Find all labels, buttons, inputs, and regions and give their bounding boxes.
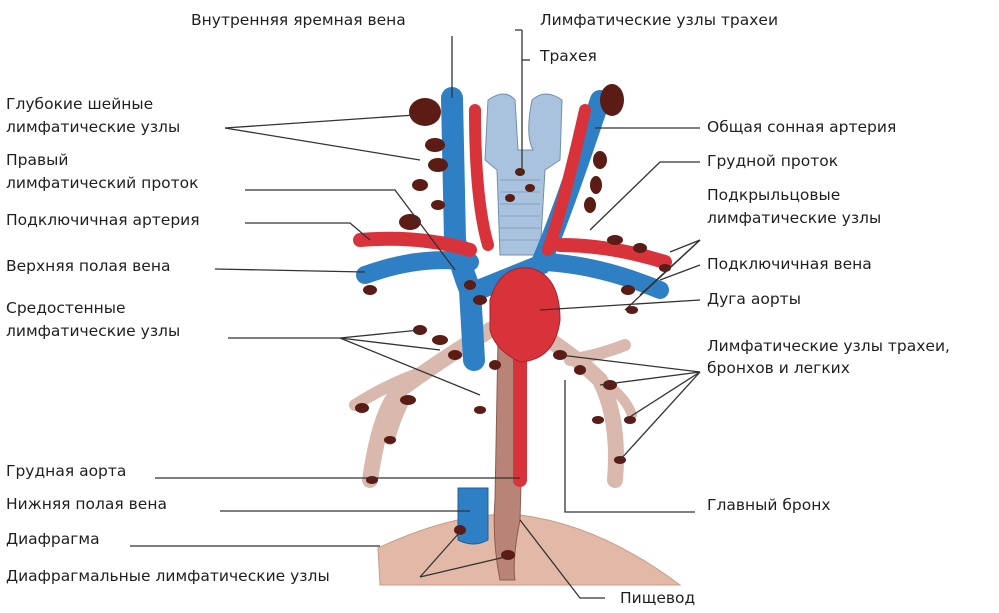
label-trachea: Трахея xyxy=(540,46,597,66)
label-right-lymphatic-duct-2: лимфатический проток xyxy=(6,173,199,193)
label-inferior-vena-cava: Нижняя полая вена xyxy=(6,494,167,514)
bronchial-tree xyxy=(355,330,632,480)
label-axillary-nodes-2: лимфатические узлы xyxy=(707,208,881,228)
label-subclavian-artery: Подключичная артерия xyxy=(6,210,200,230)
label-superior-vena-cava: Верхняя полая вена xyxy=(6,256,170,276)
label-deep-cervical-nodes-1: Глубокие шейные xyxy=(6,94,153,114)
label-common-carotid-artery: Общая сонная артерия xyxy=(707,117,896,137)
label-subclavian-vein: Подключичная вена xyxy=(707,254,872,274)
aortic-arch-shape xyxy=(490,268,560,362)
label-tracheal-lymph-nodes: Лимфатические узлы трахеи xyxy=(540,10,778,30)
label-right-lymphatic-duct-1: Правый xyxy=(6,150,68,170)
diaphragm-shape xyxy=(378,514,680,585)
label-tracheobronchial-nodes-2: бронхов и легких xyxy=(707,358,850,378)
label-diaphragmatic-nodes: Диафрагмальные лимфатические узлы xyxy=(6,566,330,586)
label-axillary-nodes-1: Подкрыльцовые xyxy=(707,185,840,205)
label-mediastinal-nodes-2: лимфатические узлы xyxy=(6,321,180,341)
label-main-bronchus: Главный бронх xyxy=(707,495,831,515)
label-aortic-arch: Дуга аорты xyxy=(707,289,801,309)
label-thoracic-duct: Грудной проток xyxy=(707,151,838,171)
label-mediastinal-nodes-1: Средостенные xyxy=(6,298,126,318)
label-tracheobronchial-nodes-1: Лимфатические узлы трахеи, xyxy=(707,336,950,356)
label-diaphragm: Диафрагма xyxy=(6,529,100,549)
label-thoracic-aorta: Грудная аорта xyxy=(6,461,126,481)
label-internal-jugular-vein: Внутренняя яремная вена xyxy=(191,10,406,30)
label-esophagus: Пищевод xyxy=(620,588,695,608)
inferior-vena-cava-shape xyxy=(458,488,488,544)
label-deep-cervical-nodes-2: лимфатические узлы xyxy=(6,117,180,137)
